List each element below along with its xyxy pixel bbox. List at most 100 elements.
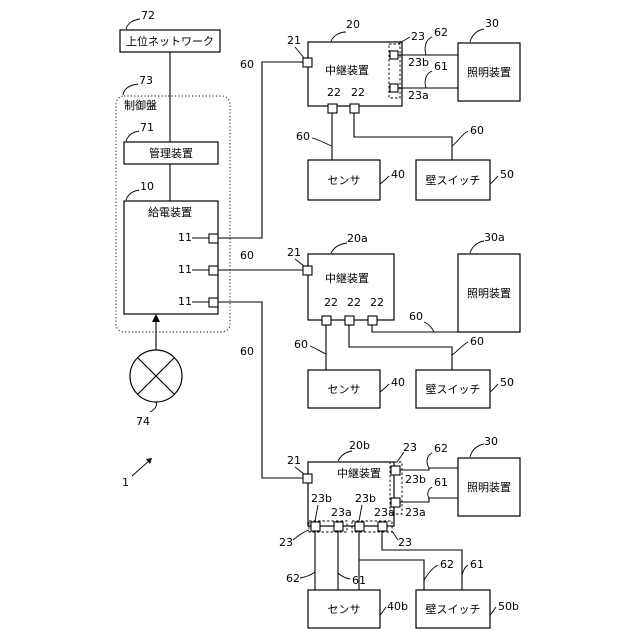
relay-top-port-21 xyxy=(303,58,312,67)
ref-40-mid: 40 xyxy=(391,376,405,389)
ref-61-bot-side-leader xyxy=(428,487,432,498)
switch-top-label: 壁スイッチ xyxy=(426,173,481,187)
sensor-bottom-label: センサ xyxy=(328,603,361,616)
power-port-1 xyxy=(209,234,218,243)
power-port-2 xyxy=(209,266,218,275)
ref-50b: 50b xyxy=(498,600,519,613)
ref-11-port-1: 11 xyxy=(178,231,192,244)
power-supply-label: 給電装置 xyxy=(148,205,192,219)
ref-50-top: 50 xyxy=(500,168,514,181)
ref-71: 71 xyxy=(140,121,154,134)
ref-22-mid-3: 22 xyxy=(370,296,384,309)
ref-21-top-leader xyxy=(295,47,304,58)
ref-20: 20 xyxy=(346,18,360,31)
management-label: 管理装置 xyxy=(149,146,193,160)
lamp-arrow-head xyxy=(152,314,160,322)
ref-62-bot-top: 62 xyxy=(434,442,448,455)
ref-30a-leader xyxy=(470,241,484,253)
ref-62-bot-sensor: 62 xyxy=(286,572,300,585)
ref-30-top-leader xyxy=(470,29,484,42)
ref-62-bot-top-leader xyxy=(427,453,432,468)
relay-bottom-side-port-23b xyxy=(391,466,400,475)
ref-30-bot-leader xyxy=(470,444,484,457)
ref-61-bot-switch-leader xyxy=(462,565,468,575)
ref-74-leader xyxy=(150,402,157,412)
ref-23-bot-left: 23 xyxy=(279,536,293,549)
ref-30a: 30a xyxy=(484,231,505,244)
ref-23-bot-top: 23 xyxy=(403,441,417,454)
ref-61-bot-sensor-leader xyxy=(338,573,350,579)
ref-50-top-leader xyxy=(490,176,498,184)
ref-23a-bot-left: 23a xyxy=(331,506,352,519)
ref-60-top-sensor: 60 xyxy=(296,130,310,143)
ref-60-top-sensor-leader xyxy=(312,138,332,146)
ref-22-mid-2: 22 xyxy=(347,296,361,309)
ref-60-bot-main: 60 xyxy=(240,345,254,358)
ref-60-mid-switch-leader xyxy=(452,342,468,355)
ref-61-top: 61 xyxy=(434,60,448,73)
lighting-mid-label: 照明装置 xyxy=(467,287,511,300)
relay-top-to-switch xyxy=(354,113,452,160)
ref-50-mid: 50 xyxy=(500,376,514,389)
ref-61-bot-side: 61 xyxy=(434,476,448,489)
ref-40b: 40b xyxy=(387,600,408,613)
ref-62-top-leader xyxy=(425,37,432,55)
relay-mid-block xyxy=(308,254,394,320)
lighting-top-label: 照明装置 xyxy=(467,66,511,79)
relay-top-port-22-right xyxy=(350,104,359,113)
relay-top-label: 中継装置 xyxy=(325,63,369,77)
sensor-mid-label: センサ xyxy=(328,383,361,396)
ref-60-top-main: 60 xyxy=(240,58,254,71)
ref-23a-bot-side: 23a xyxy=(405,506,426,519)
power-port-3 xyxy=(209,298,218,307)
relay-mid-port-22-3 xyxy=(368,316,377,325)
ref-40-mid-leader xyxy=(380,384,389,392)
relay-bottom-port-21 xyxy=(303,474,312,483)
ref-23b-bot-side: 23b xyxy=(405,473,426,486)
relay-bottom-port-23b-right xyxy=(355,522,364,531)
relay-bottom-port-23b-left xyxy=(311,522,320,531)
relay-bottom-label: 中継装置 xyxy=(337,466,381,480)
ref-50-mid-leader xyxy=(490,384,498,392)
ref-21-mid-leader xyxy=(295,259,304,266)
ref-60-top-switch-leader xyxy=(452,131,468,146)
ref-30-top: 30 xyxy=(485,17,499,30)
ref-71-leader xyxy=(126,131,139,141)
ref-30-bot: 30 xyxy=(484,435,498,448)
ref-72-leader xyxy=(126,19,140,29)
relay-mid-label: 中継装置 xyxy=(325,271,369,285)
ref-40-top-leader xyxy=(380,176,389,184)
upper-network-label: 上位ネットワーク xyxy=(126,34,214,48)
ref-62-bot-switch-leader xyxy=(424,565,438,580)
relay-bottom-to-light-61 xyxy=(400,498,458,502)
ref-1-arrow-line xyxy=(132,460,150,476)
ref-20a-leader xyxy=(331,243,347,253)
switch-bottom-label: 壁スイッチ xyxy=(426,602,481,616)
ref-22-top-right: 22 xyxy=(351,86,365,99)
ref-20b-leader xyxy=(338,451,352,461)
ref-23-bot-right: 23 xyxy=(398,536,412,549)
ref-20a: 20a xyxy=(347,232,368,245)
ref-23-bot-top-leader xyxy=(397,452,404,462)
sensor-top-label: センサ xyxy=(328,174,361,187)
ref-20-leader xyxy=(331,32,346,41)
relay-bottom-port-23a-left xyxy=(334,522,343,531)
relay-top-port-22-left xyxy=(328,104,337,113)
relay-top-port-23a xyxy=(390,84,398,92)
ref-73-leader xyxy=(123,84,138,95)
lighting-bottom-label: 照明装置 xyxy=(467,481,511,494)
ref-22-mid-1: 22 xyxy=(324,296,338,309)
ref-62-bot-switch: 62 xyxy=(440,558,454,571)
ref-23-top: 23 xyxy=(411,30,425,43)
ref-21-mid: 21 xyxy=(287,246,301,259)
cable-top xyxy=(218,62,303,238)
ref-61-bot-sensor: 61 xyxy=(352,574,366,587)
ref-23b-bot-right: 23b xyxy=(355,492,376,505)
ref-23-bot-left-leader xyxy=(293,530,309,540)
ref-60-mid-light: 60 xyxy=(409,310,423,323)
ref-23b-bot-left: 23b xyxy=(311,492,332,505)
ref-23-top-leader xyxy=(398,37,410,44)
ref-50b-leader xyxy=(490,607,496,615)
ref-10-leader xyxy=(126,190,139,200)
